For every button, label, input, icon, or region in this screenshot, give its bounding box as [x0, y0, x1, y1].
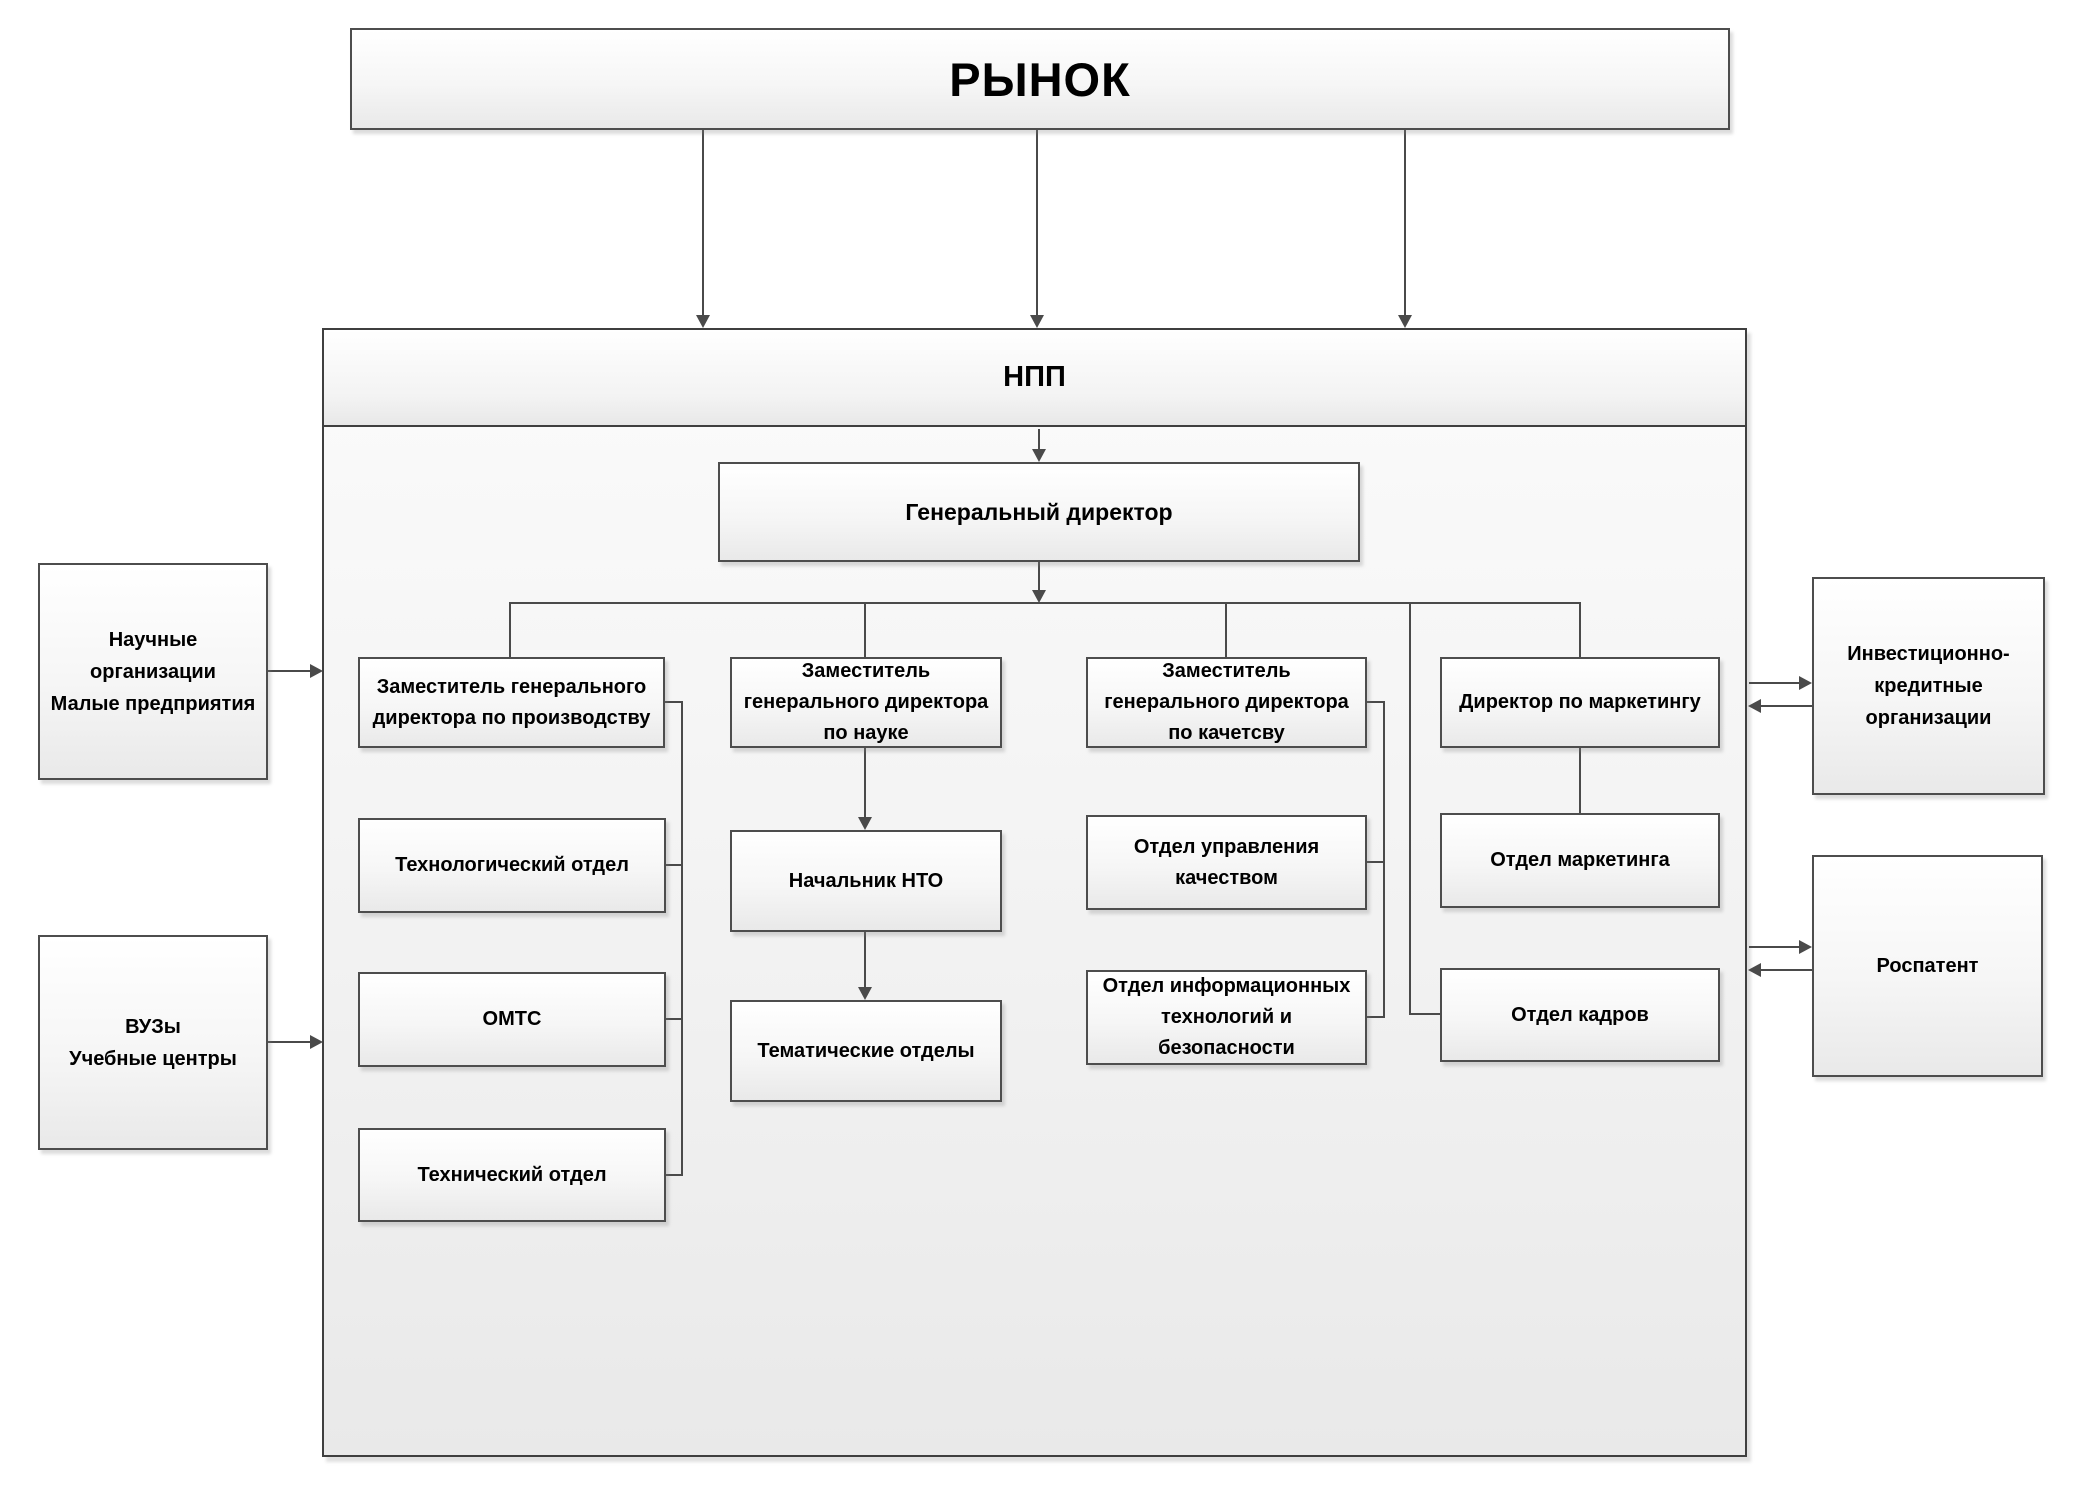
arrowhead-right-icon — [1799, 676, 1812, 690]
thematic-depts-box: Тематические отделы — [730, 1000, 1002, 1102]
connector-investment-npp — [1760, 705, 1812, 707]
quality-stub-2 — [1367, 1016, 1383, 1018]
science-orgs-line2: Малые предприятия — [50, 692, 256, 715]
marketing-dept-label: Отдел маркетинга — [1490, 849, 1670, 871]
arrowhead-right-icon — [310, 1035, 323, 1049]
connector-npp-rospatent — [1749, 946, 1800, 948]
quality-elbow — [1367, 701, 1385, 703]
arrowhead-down-icon — [1032, 449, 1046, 462]
it-security-dept-box: Отдел информационных технологий и безопа… — [1086, 970, 1367, 1065]
general-director-label: Генеральный директор — [905, 498, 1173, 525]
deputy-production-label: Заместитель генерального директора по пр… — [372, 675, 651, 729]
quality-stub-1 — [1367, 861, 1383, 863]
production-stub-2 — [666, 1018, 682, 1020]
connector-science-nto — [864, 748, 866, 818]
drop-science — [864, 602, 866, 657]
quality-trunk — [1383, 701, 1385, 1018]
connector-gd-dist — [1038, 562, 1040, 592]
arrowhead-down-icon — [1398, 315, 1412, 328]
npp-label: НПП — [1003, 361, 1066, 393]
drop-quality — [1225, 602, 1227, 657]
thematic-depts-label: Тематические отделы — [757, 1039, 975, 1062]
connector-npp-investment — [1749, 682, 1800, 684]
connector-marketing-dept — [1579, 748, 1581, 813]
technical-dept-box: Технический отдел — [358, 1128, 666, 1222]
investment-line1: Инвестиционно- — [1847, 643, 2010, 665]
connector-market-npp-1 — [702, 130, 704, 316]
arrowhead-down-icon — [1032, 590, 1046, 603]
production-stub-1 — [666, 864, 682, 866]
npp-header: НПП — [324, 330, 1745, 427]
arrowhead-right-icon — [310, 664, 323, 678]
universities-line2: Учебные центры — [69, 1047, 237, 1070]
arrowhead-down-icon — [1030, 315, 1044, 328]
drop-marketing — [1579, 602, 1581, 657]
connector-nto-thematic — [864, 932, 866, 988]
distribution-line — [510, 602, 1581, 604]
production-stub-3 — [666, 1174, 682, 1176]
deputy-science-label: Заместитель генерального директора по на… — [743, 660, 989, 744]
omts-box: ОМТС — [358, 972, 666, 1067]
technical-dept-label: Технический отдел — [417, 1163, 607, 1186]
quality-mgmt-dept-label: Отдел управления качеством — [1133, 835, 1320, 889]
hr-dept-box: Отдел кадров — [1440, 968, 1720, 1062]
market-label: РЫНОК — [949, 52, 1131, 106]
arrowhead-left-icon — [1748, 699, 1761, 713]
investment-line3: организации — [1865, 707, 1992, 729]
nto-chief-box: Начальник НТО — [730, 830, 1002, 932]
deputy-science-box: Заместитель генерального директора по на… — [730, 657, 1002, 748]
production-trunk — [681, 701, 683, 1176]
drop-hr-elbow — [1409, 1013, 1440, 1015]
quality-mgmt-dept-box: Отдел управления качеством — [1086, 815, 1367, 910]
marketing-director-label: Директор по маркетингу — [1459, 691, 1701, 713]
deputy-production-box: Заместитель генерального директора по пр… — [358, 657, 665, 748]
universities-box: ВУЗы Учебные центры — [38, 935, 268, 1150]
arrowhead-down-icon — [858, 817, 872, 830]
connector-market-npp-3 — [1404, 130, 1406, 316]
universities-line1: ВУЗы — [125, 1015, 181, 1038]
it-security-dept-label: Отдел информационных технологий и безопа… — [1102, 975, 1351, 1059]
general-director-box: Генеральный директор — [718, 462, 1360, 562]
connector-universities-npp — [268, 1041, 312, 1043]
arrowhead-down-icon — [696, 315, 710, 328]
investment-line2: кредитные — [1874, 675, 1983, 697]
technology-dept-box: Технологический отдел — [358, 818, 666, 913]
science-orgs-box: Научные организации Малые предприятия — [38, 563, 268, 780]
science-orgs-line1: Научные организации — [90, 628, 216, 683]
omts-label: ОМТС — [482, 1008, 542, 1030]
market-box: РЫНОК — [350, 28, 1730, 130]
marketing-director-box: Директор по маркетингу — [1440, 657, 1720, 748]
deputy-quality-label: Заместитель генерального директора по ка… — [1104, 660, 1349, 744]
connector-market-npp-2 — [1036, 130, 1038, 316]
hr-dept-label: Отдел кадров — [1511, 1003, 1649, 1026]
drop-hr — [1409, 602, 1411, 1015]
technology-dept-label: Технологический отдел — [395, 854, 629, 876]
arrowhead-right-icon — [1799, 940, 1812, 954]
arrowhead-left-icon — [1748, 963, 1761, 977]
connector-rospatent-npp — [1760, 969, 1812, 971]
rospatent-label: Роспатент — [1876, 955, 1979, 977]
connector-science-orgs-npp — [268, 670, 312, 672]
arrowhead-down-icon — [858, 987, 872, 1000]
drop-production — [509, 602, 511, 657]
nto-chief-label: Начальник НТО — [788, 869, 944, 892]
rospatent-box: Роспатент — [1812, 855, 2043, 1077]
production-elbow — [665, 701, 683, 703]
connector-npp-gd — [1038, 429, 1040, 451]
marketing-dept-box: Отдел маркетинга — [1440, 813, 1720, 908]
investment-orgs-box: Инвестиционно- кредитные организации — [1812, 577, 2045, 795]
deputy-quality-box: Заместитель генерального директора по ка… — [1086, 657, 1367, 748]
